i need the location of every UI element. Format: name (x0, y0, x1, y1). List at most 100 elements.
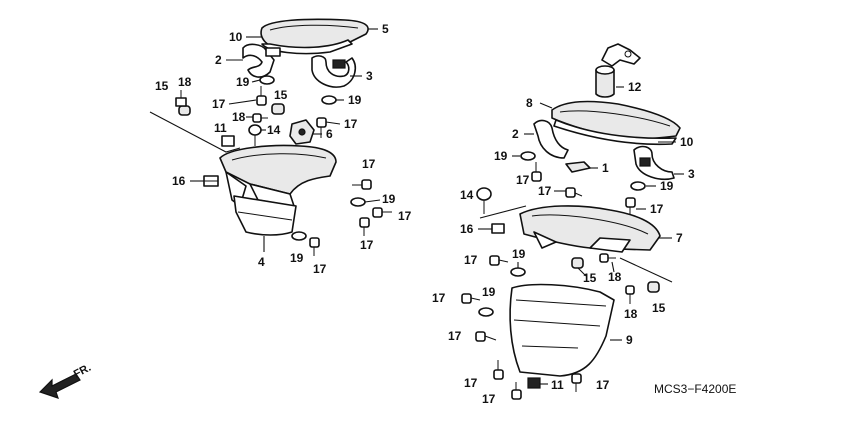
callout-label: 17 (344, 117, 358, 131)
screw-part[interactable] (625, 197, 636, 214)
callout-label: 3 (366, 69, 373, 83)
screw-part[interactable] (571, 373, 582, 392)
callout-label: 15 (652, 301, 666, 315)
bolt-part[interactable] (599, 253, 616, 263)
callout-label: 2 (512, 127, 519, 141)
storage-box-part[interactable] (509, 283, 615, 377)
screw-part[interactable] (489, 255, 509, 266)
screw-part[interactable] (475, 331, 497, 342)
hinge-right-part[interactable] (633, 145, 675, 180)
clip-part[interactable] (203, 175, 219, 187)
hinge-left-part[interactable] (242, 43, 281, 78)
callout-label: 17 (464, 376, 478, 390)
washer-part[interactable] (630, 181, 646, 191)
callout-label: 17 (432, 291, 446, 305)
clip-part[interactable] (527, 377, 541, 389)
left-assembly (149, 18, 392, 256)
callout-label: 19 (512, 247, 526, 261)
callouts-right: 12 8 2 10 19 1 17 3 19 14 17 17 16 7 17 … (432, 80, 695, 406)
callout-label: 17 (464, 253, 478, 267)
callout-label: 2 (215, 53, 222, 67)
screw-part[interactable] (352, 179, 372, 190)
washer-part[interactable] (291, 231, 307, 241)
callout-label: 6 (326, 127, 333, 141)
callout-label: 9 (626, 333, 633, 347)
key-cylinder-part[interactable] (595, 43, 641, 98)
collar-part[interactable] (571, 257, 584, 269)
washer-part[interactable] (321, 95, 337, 105)
washer-part[interactable] (350, 197, 366, 207)
collar-part[interactable] (271, 103, 285, 115)
hinge-left-part[interactable] (533, 119, 569, 159)
callout-label: 15 (274, 88, 288, 102)
screw-part[interactable] (565, 187, 583, 198)
callout-label: 1 (602, 161, 609, 175)
lock-mechanism-part[interactable] (289, 119, 315, 145)
storage-box-part[interactable] (233, 195, 297, 236)
screw-part[interactable] (511, 382, 522, 400)
callout-label: 10 (680, 135, 694, 149)
lock-clip-part[interactable] (565, 161, 591, 173)
screw-part[interactable] (461, 293, 481, 304)
direction-label: FR. (72, 362, 93, 381)
screw-part[interactable] (372, 207, 392, 218)
callout-label: 16 (460, 222, 474, 236)
callout-label: 11 (551, 378, 564, 392)
callout-label: 19 (290, 251, 304, 265)
storage-box-frame-part[interactable] (519, 205, 661, 253)
screw-part[interactable] (493, 360, 504, 380)
callout-label: 3 (688, 167, 695, 181)
washer-part[interactable] (510, 267, 526, 277)
callout-label: 17 (482, 392, 496, 406)
rivet-part[interactable] (248, 124, 262, 146)
rivet-part[interactable] (476, 187, 492, 214)
callout-label: 5 (382, 22, 389, 36)
screw-part[interactable] (256, 86, 267, 106)
callout-label: 18 (232, 110, 246, 124)
washer-part[interactable] (259, 75, 275, 85)
clip-part[interactable] (221, 135, 235, 147)
clip-part[interactable] (491, 223, 505, 234)
callout-label: 10 (229, 30, 243, 44)
bolt-part[interactable] (625, 285, 635, 304)
callout-label: 15 (583, 271, 597, 285)
callout-label: 17 (362, 157, 376, 171)
callout-label: 17 (398, 209, 412, 223)
callout-label: 19 (494, 149, 508, 163)
callout-label: 14 (460, 188, 474, 202)
collar-part[interactable] (647, 281, 660, 293)
seat-lid-part[interactable] (551, 100, 681, 140)
bolt-part[interactable] (252, 113, 268, 123)
callout-label: 4 (258, 255, 265, 269)
callout-label: 17 (448, 329, 462, 343)
callout-label: 17 (516, 173, 530, 187)
screw-part[interactable] (531, 162, 542, 182)
front-direction-arrow-icon: FR. (38, 362, 93, 399)
callout-label: 18 (624, 307, 638, 321)
callout-label: 19 (660, 179, 674, 193)
hinge-right-part[interactable] (311, 55, 357, 88)
lid-seal-part[interactable] (553, 119, 677, 146)
callout-label: 16 (172, 174, 186, 188)
screw-part[interactable] (309, 237, 320, 256)
callout-label: 17 (650, 202, 664, 216)
callout-label: 8 (526, 96, 533, 110)
callout-label: 19 (348, 93, 362, 107)
collar-part[interactable] (178, 105, 191, 116)
washer-part[interactable] (478, 307, 494, 317)
screw-part[interactable] (359, 217, 370, 236)
callout-label: 18 (178, 75, 192, 89)
screw-part[interactable] (316, 117, 327, 138)
callout-label: 17 (313, 262, 327, 276)
callout-label: 17 (212, 97, 226, 111)
bolt-part[interactable] (175, 90, 187, 107)
callout-label: 19 (482, 285, 496, 299)
callout-label: 17 (596, 378, 610, 392)
washer-part[interactable] (520, 151, 536, 161)
callout-label: 18 (608, 270, 622, 284)
callout-label: 7 (676, 231, 683, 245)
callouts-left: 10 5 2 3 19 15 18 17 15 19 18 17 11 14 6… (155, 22, 412, 276)
diagram-code: MCS3−F4200E (654, 382, 736, 396)
callout-label: 17 (538, 184, 552, 198)
